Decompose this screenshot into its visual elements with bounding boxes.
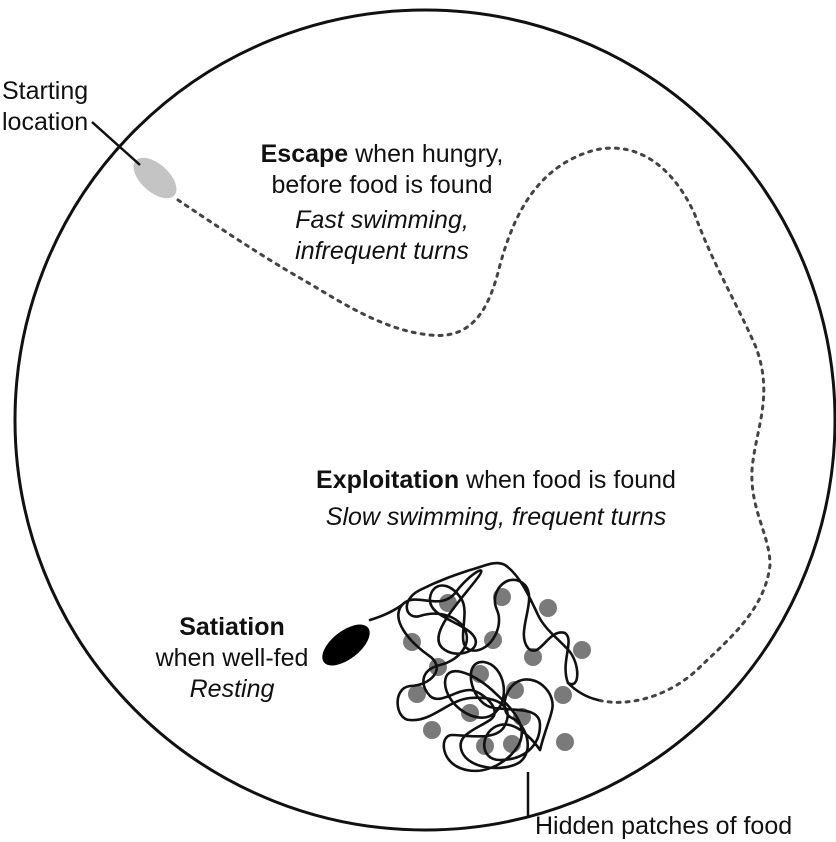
satiated-worm-icon xyxy=(322,624,370,666)
food-patch xyxy=(539,599,557,617)
escape-path xyxy=(176,146,772,704)
satiation-trail xyxy=(368,603,404,622)
escape-label: Escape when hungry, before food is found… xyxy=(260,140,504,265)
start-worm-icon xyxy=(133,157,177,199)
food-patch xyxy=(423,721,441,739)
arena-circle xyxy=(13,8,836,832)
food-patch xyxy=(506,681,524,699)
food-patch xyxy=(524,648,542,666)
exploitation-label: Exploitation when food is found Slow swi… xyxy=(316,466,676,531)
exploitation-path xyxy=(396,561,600,773)
food-patch xyxy=(573,641,591,659)
starting-location-label: Starting location xyxy=(2,77,89,136)
food-patches-label: Hidden patches of food xyxy=(535,812,793,840)
food-patch xyxy=(556,733,574,751)
starting-location-leader xyxy=(91,121,141,166)
satiation-label: Satiation when well-fed Resting xyxy=(155,613,309,703)
food-patch xyxy=(408,685,426,703)
food-patch xyxy=(439,594,457,612)
food-patch xyxy=(554,686,572,704)
